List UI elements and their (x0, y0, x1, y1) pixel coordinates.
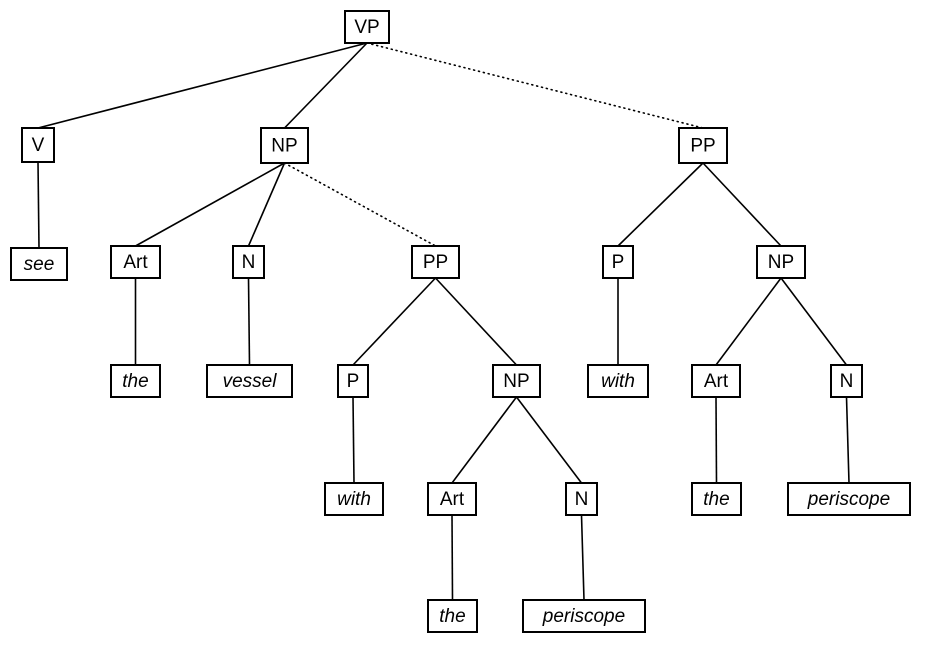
tree-edge-art_mid-to-the_mid (451, 514, 454, 601)
tree-edge-pp_mid-to-p_mid (352, 277, 437, 366)
node-label: NP (271, 136, 297, 157)
category-node-np_mid[interactable]: NP (492, 364, 541, 398)
node-label: periscope (807, 489, 890, 510)
node-box (324, 482, 384, 516)
tree-edge-np_mid-to-n_mid (515, 396, 583, 484)
tree-edge-p_mid-to-with_mid (352, 396, 355, 484)
tree-edge-pp_mid-to-np_mid (434, 277, 518, 366)
category-node-np1[interactable]: NP (260, 127, 309, 164)
node-label: VP (354, 17, 379, 38)
node-label: periscope (542, 606, 625, 627)
leaf-node-with_right[interactable]: with (587, 364, 649, 398)
node-box (756, 245, 806, 279)
node-label: the (439, 606, 465, 627)
node-label: PP (423, 252, 448, 273)
node-label: Art (704, 371, 729, 392)
node-label: the (122, 371, 148, 392)
tree-edge-pp_right-to-np_right (702, 162, 782, 247)
node-box (522, 599, 646, 633)
category-node-pp_right[interactable]: PP (678, 127, 728, 164)
tree-edge-vp-to-pp_right (366, 42, 704, 129)
node-label: N (575, 489, 589, 510)
tree-edge-np_right-to-n_right (780, 277, 848, 366)
category-node-p_right[interactable]: P (602, 245, 634, 279)
tree-edge-art_right-to-the_right (715, 396, 718, 484)
tree-edge-pp_right-to-p_right (617, 162, 704, 247)
node-box (427, 599, 478, 633)
node-box (691, 364, 741, 398)
node-box (21, 127, 55, 163)
leaf-node-peri_mid[interactable]: periscope (522, 599, 646, 633)
node-box (427, 482, 477, 516)
category-node-art_mid[interactable]: Art (427, 482, 477, 516)
category-node-v[interactable]: V (21, 127, 55, 163)
tree-edge-v-to-see (37, 161, 40, 249)
leaf-node-vessel[interactable]: vessel (206, 364, 293, 398)
tree-edge-vp-to-np1 (283, 42, 368, 129)
node-box (565, 482, 598, 516)
node-box (492, 364, 541, 398)
tree-edge-vp-to-v (37, 42, 368, 129)
node-box (260, 127, 309, 164)
category-node-np_right[interactable]: NP (756, 245, 806, 279)
node-box (337, 364, 369, 398)
node-label: with (601, 371, 635, 392)
tree-edge-np1-to-art1 (135, 162, 285, 247)
node-box (691, 482, 742, 516)
node-label: the (703, 489, 729, 510)
tree-edge-np_right-to-art_right (715, 277, 782, 366)
node-label: N (840, 371, 854, 392)
node-box (206, 364, 293, 398)
tree-edge-n_mid-to-peri_mid (580, 514, 585, 601)
leaf-node-see[interactable]: see (10, 247, 68, 281)
node-box (602, 245, 634, 279)
node-label: vessel (223, 371, 278, 392)
edge-layer (37, 42, 850, 601)
category-node-n_mid[interactable]: N (565, 482, 598, 516)
leaf-node-peri_right[interactable]: periscope (787, 482, 911, 516)
node-label: Art (123, 252, 148, 273)
category-node-art_right[interactable]: Art (691, 364, 741, 398)
category-node-n_right[interactable]: N (830, 364, 863, 398)
node-label: V (32, 135, 45, 156)
node-box (787, 482, 911, 516)
leaf-node-the_right[interactable]: the (691, 482, 742, 516)
node-box (587, 364, 649, 398)
leaf-node-the_mid[interactable]: the (427, 599, 478, 633)
category-node-n1[interactable]: N (232, 245, 265, 279)
leaf-node-the1[interactable]: the (110, 364, 161, 398)
category-node-p_mid[interactable]: P (337, 364, 369, 398)
node-label: see (24, 254, 55, 275)
node-box (344, 10, 390, 44)
node-label: P (612, 252, 625, 273)
tree-edge-np1-to-n1 (247, 162, 286, 247)
category-node-art1[interactable]: Art (110, 245, 161, 279)
tree-edge-n_right-to-peri_right (845, 396, 850, 484)
tree-edge-np1-to-pp_mid (283, 162, 437, 247)
node-box (110, 245, 161, 279)
category-node-vp[interactable]: VP (344, 10, 390, 44)
node-box (678, 127, 728, 164)
node-label: N (242, 252, 256, 273)
node-label: NP (768, 252, 794, 273)
node-box (232, 245, 265, 279)
tree-edge-np_mid-to-art_mid (451, 396, 518, 484)
leaf-node-with_mid[interactable]: with (324, 482, 384, 516)
node-label: with (337, 489, 371, 510)
node-box (830, 364, 863, 398)
node-label: P (347, 371, 360, 392)
node-box (110, 364, 161, 398)
node-label: Art (440, 489, 465, 510)
node-box (10, 247, 68, 281)
tree-edge-n1-to-vessel (247, 277, 251, 366)
node-label: NP (503, 371, 529, 392)
node-label: PP (690, 136, 715, 157)
node-box (411, 245, 460, 279)
category-node-pp_mid[interactable]: PP (411, 245, 460, 279)
